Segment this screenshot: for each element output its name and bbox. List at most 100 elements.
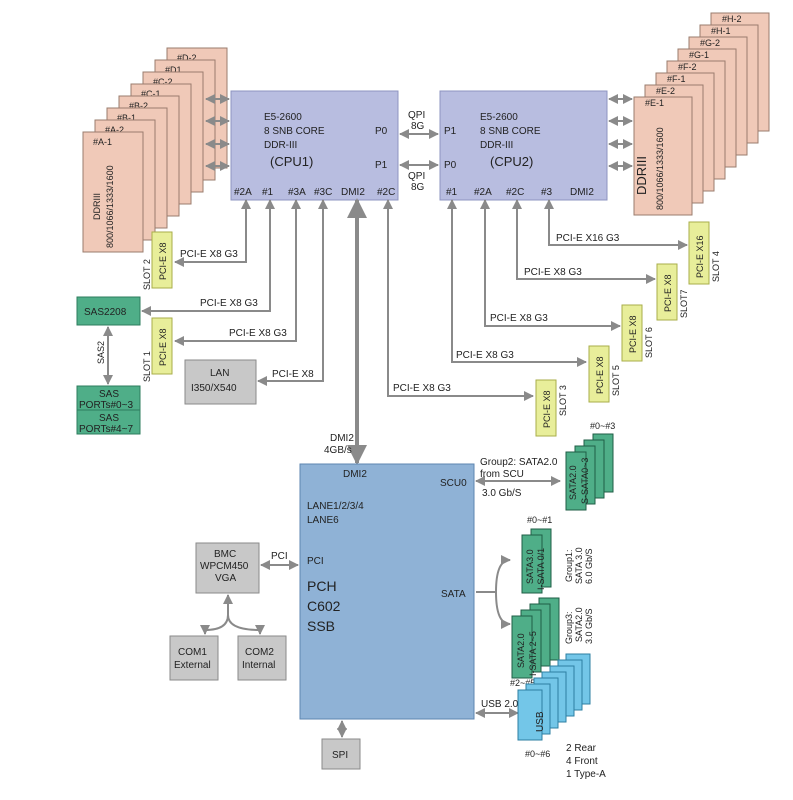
cpu2-port-dmi2: DMI2	[570, 187, 594, 198]
cpu1-name: (CPU1)	[270, 154, 313, 169]
com2-line2: Internal	[242, 660, 275, 671]
sas-ports-0-3-line2: PORTs#0~3	[79, 400, 133, 411]
cpu2-box	[439, 90, 608, 201]
usb-note-1: 2 Rear	[566, 743, 597, 754]
bmc-box	[195, 542, 260, 594]
dimm-left-speed-2: 800/1066/1333/1600	[105, 165, 115, 248]
group1-index: #0~#1	[527, 515, 552, 525]
qpi-bottom-label: QPI	[408, 171, 425, 182]
group1-line1: Group1:	[564, 549, 574, 582]
slot3-card	[535, 379, 557, 437]
com1-box	[169, 635, 219, 681]
dimm-right-links	[608, 94, 633, 171]
link-slot3	[383, 199, 534, 401]
slot2-card-label: PCI-E X8	[158, 242, 168, 280]
slot1-card	[151, 317, 173, 375]
lan-line1: LAN	[210, 368, 229, 379]
dimm-left-module	[82, 131, 144, 253]
group2-card-line2: S-SATA0~3	[580, 458, 590, 504]
slot6-label: SLOT 6	[644, 327, 654, 358]
slot7-card-label: PCI-E X8	[663, 274, 673, 312]
cpu1-port-dmi2: DMI2	[341, 187, 365, 198]
dimm-right-label: #E-1	[645, 98, 664, 108]
usb-index: #0~#6	[525, 749, 550, 759]
qpi-top-label: QPI	[408, 110, 425, 121]
pch-name-2: C602	[307, 598, 341, 614]
group3-card-line1: SATA2.0	[516, 633, 526, 668]
sas-ports-0-3	[76, 385, 141, 411]
link-lan	[257, 199, 328, 386]
cpu2-port-p0: P0	[444, 160, 457, 171]
group3-card-line2: I-SATA 2~5	[528, 631, 538, 676]
pch-scu0-label: SCU0	[440, 478, 467, 489]
cpu2-port-1: #1	[446, 187, 458, 198]
group2-card-line1: SATA2.0	[568, 465, 578, 500]
cpu2-model: E5-2600	[480, 112, 518, 123]
sas-ports-0-3-line1: SAS	[99, 389, 119, 400]
link-slot5	[447, 199, 587, 367]
dimm-left-links	[205, 94, 230, 171]
cpu1-port-p1: P1	[375, 160, 388, 171]
dimm-right-label: #F-1	[667, 74, 686, 84]
sas-ports-4-7-line1: SAS	[99, 413, 119, 424]
com2-box	[237, 635, 287, 681]
slot6-card-label: PCI-E X8	[628, 315, 638, 353]
link-slot5-label: PCI-E X8 G3	[456, 350, 514, 361]
slot2-label: SLOT 2	[142, 259, 152, 290]
com2-line1: COM2	[245, 647, 274, 658]
slot3-label: SLOT 3	[558, 385, 568, 416]
dimm-left-label: #C-2	[153, 77, 173, 87]
slot5-label: SLOT 5	[611, 365, 621, 396]
sata-stack-group3	[511, 597, 560, 679]
cpu1-box	[230, 90, 399, 201]
bmc-line2: WPCM450	[200, 561, 249, 572]
link-slot7-label: PCI-E X8 G3	[524, 267, 582, 278]
pch-sata-label: SATA	[441, 589, 466, 600]
dimm-left-label: #B-1	[117, 113, 136, 123]
dimm-right-label: #H-1	[711, 26, 731, 36]
dimm-stack-right: #H-2#H-1#G-2#G-1#F-2#F-1#E-2#E-1	[633, 12, 770, 216]
cpu2-port-3: #3	[541, 187, 553, 198]
cpu1-cores: 8 SNB CORE	[264, 126, 325, 137]
link-slot1	[174, 199, 301, 346]
group1-card-line2: I-SATA 0/1	[536, 548, 546, 590]
group3-line1: Group3:	[564, 611, 574, 644]
dimm-left-speed-1: DDRIII	[92, 193, 102, 220]
sata-fanout	[476, 555, 511, 629]
cpu2-memory: DDR-III	[480, 140, 513, 151]
spi-box	[321, 738, 361, 770]
group2-index: #0~#3	[590, 421, 615, 431]
slot4-card-label: PCI-E X16	[695, 235, 705, 278]
group3-line2: SATA2.0	[574, 607, 584, 642]
bmc-line3: VGA	[215, 573, 236, 584]
dimm-left-label: #D-2	[177, 53, 197, 63]
sata-card	[511, 615, 533, 679]
cpu1-port-3a: #3A	[288, 187, 306, 198]
cpu1-port-3c: #3C	[314, 187, 332, 198]
usb-note-3: 1 Type-A	[566, 769, 606, 780]
dimm-left-label: #A-2	[105, 125, 124, 135]
group1-line2: SATA 3.0	[574, 547, 584, 584]
pch-lanes-1: LANE1/2/3/4	[307, 501, 364, 512]
cpu1-model: E5-2600	[264, 112, 302, 123]
slot3-card-label: PCI-E X8	[542, 390, 552, 428]
slot6-card	[621, 304, 643, 362]
group1-line3: 6.0 Gb/S	[584, 548, 594, 584]
group2-line3: 3.0 Gb/S	[482, 488, 522, 499]
group3-line3: 3.0 Gb/S	[584, 608, 594, 644]
group3-index: #2~#5	[510, 678, 535, 688]
sas-ports-4-7-line2: PORTs#4~7	[79, 424, 133, 435]
sas2-bus-label: SAS2	[96, 341, 106, 364]
usb-stack	[517, 653, 591, 741]
qpi-top-speed: 8G	[411, 121, 425, 132]
link-slot1-label: PCI-E X8 G3	[229, 328, 287, 339]
cpu1-port-2c: #2C	[377, 187, 395, 198]
sata-card	[521, 534, 543, 594]
pch-dmi2-label: DMI2	[343, 469, 367, 480]
group2-line1: Group2: SATA2.0	[480, 457, 558, 468]
sata-stack-group2	[565, 433, 614, 511]
sata-stack-group1	[521, 528, 552, 594]
pch-lanes-2: LANE6	[307, 515, 339, 526]
dimm-right-label: #F-2	[678, 62, 697, 72]
slot5-card	[588, 345, 610, 403]
